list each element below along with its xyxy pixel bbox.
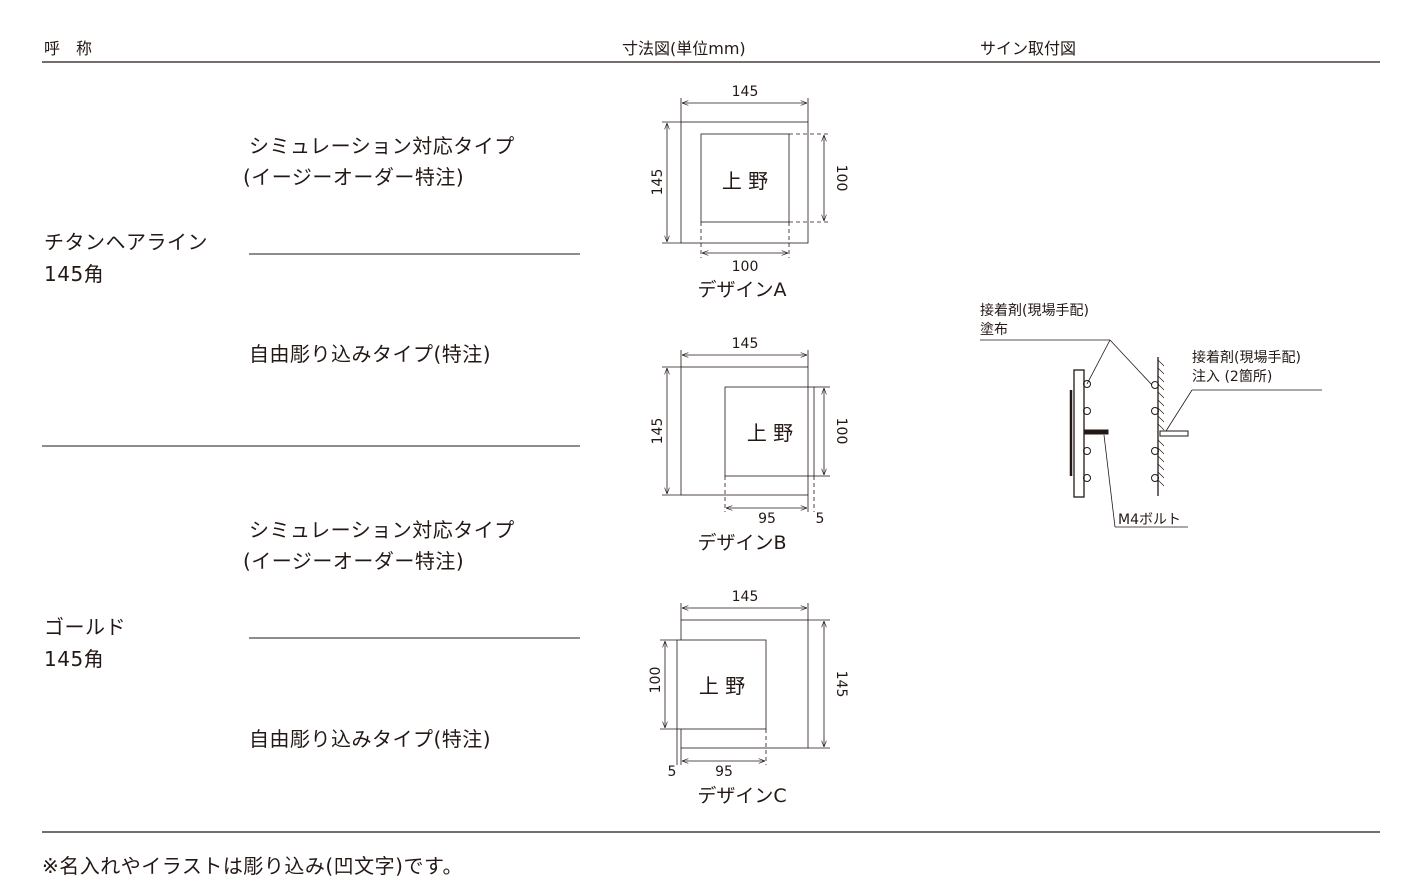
sample-text: 上 野 [747, 421, 793, 445]
material-name: ゴールド [44, 615, 126, 639]
type-label: シミュレーション対応タイプ [249, 134, 515, 158]
dim-offset: 5 [816, 511, 825, 527]
design-a-diagram [662, 98, 830, 258]
material-size: 145角 [44, 647, 105, 671]
sample-text: 上 野 [722, 169, 768, 193]
material-name: チタンヘアライン [44, 230, 208, 254]
dim-outer: 145 [732, 589, 759, 605]
dim-inner-h: 95 [715, 764, 733, 780]
bolt [1083, 429, 1109, 435]
dim-inner-v: 100 [833, 165, 849, 192]
type-label: (イージーオーダー特注) [243, 165, 465, 189]
dim-inner-v: 100 [648, 667, 664, 694]
design-b-diagram [662, 350, 830, 512]
design-name: デザインA [698, 279, 787, 301]
type-label: 自由彫り込みタイプ(特注) [249, 727, 492, 751]
dim-offset: 5 [668, 764, 677, 780]
label-bolt: M4ボルト [1118, 512, 1181, 528]
label-adhesive-inject-2: 注入 (2箇所) [1192, 368, 1272, 385]
sign-plate [1073, 369, 1085, 498]
dim-outer-v: 145 [650, 418, 666, 445]
type-label: 自由彫り込みタイプ(特注) [249, 342, 492, 366]
dim-outer-v: 145 [833, 671, 849, 698]
dim-inner-h: 100 [732, 259, 759, 275]
header-dimensions: 寸法図(単位mm) [622, 39, 746, 58]
design-name: デザインC [697, 785, 786, 807]
type-label: (イージーオーダー特注) [243, 549, 465, 573]
dim-outer-v: 145 [650, 169, 666, 196]
dim-inner-h: 95 [758, 511, 776, 527]
dim-outer: 145 [732, 336, 759, 352]
design-name: デザインB [697, 532, 786, 554]
header-install: サイン取付図 [980, 39, 1077, 58]
label-adhesive-apply: 接着剤(現場手配) [980, 302, 1089, 319]
type-label: シミュレーション対応タイプ [249, 518, 515, 542]
sample-text: 上 野 [699, 674, 745, 698]
install-diagram [980, 339, 1322, 528]
dim-outer: 145 [732, 84, 759, 100]
design-c-diagram [660, 603, 830, 765]
dim-inner-v: 100 [833, 418, 849, 445]
label-adhesive-inject: 接着剤(現場手配) [1192, 349, 1301, 366]
header-name: 呼 称 [44, 39, 93, 58]
material-size: 145角 [44, 262, 105, 286]
label-adhesive-apply-2: 塗布 [980, 321, 1008, 338]
footnote: ※名入れやイラストは彫り込み(凹文字)です。 [42, 854, 463, 878]
